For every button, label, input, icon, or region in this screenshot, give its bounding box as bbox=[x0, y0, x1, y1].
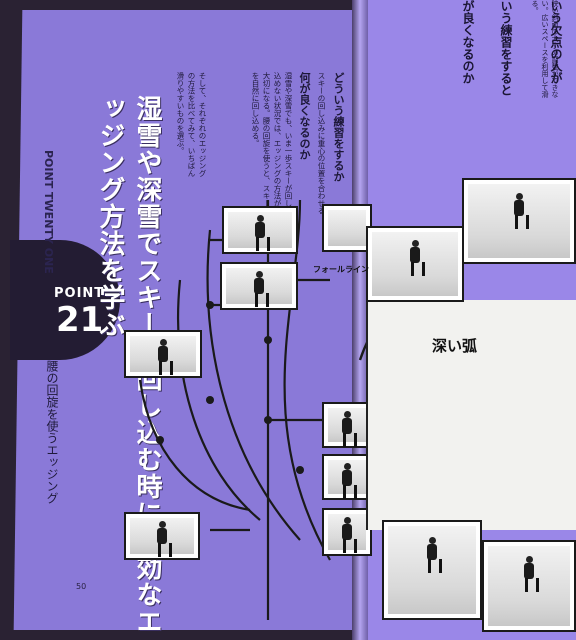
photo-right-2 bbox=[462, 178, 576, 264]
photo-1 bbox=[222, 206, 298, 254]
right-heading-3: が良くなるのか bbox=[461, 0, 475, 84]
right-body: 狭い斜面の大小の調整ができない。広いスペースを利用して滑る。 bbox=[531, 0, 559, 98]
right-heading-2: いう練習をすると bbox=[499, 0, 513, 96]
photo-6 bbox=[322, 402, 372, 448]
section2-heading: 何が良くなるのか bbox=[298, 72, 311, 160]
deep-arc-panel bbox=[366, 300, 576, 530]
section2-body: 湿雪や深雪でも、いま一歩スキーが回し込めない状況では、エッジングの方法が大切にな… bbox=[251, 72, 293, 207]
photo-5 bbox=[322, 204, 372, 252]
photo-right-1 bbox=[366, 226, 464, 302]
photo-4 bbox=[124, 512, 200, 560]
photo-3 bbox=[124, 330, 202, 378]
point-number: 21 bbox=[56, 300, 104, 340]
section3-body: そして、それぞれのエッジングの方法を比べてみて、いちばん滑りやすいものを選ぶ。 bbox=[176, 72, 207, 177]
right-heading-1: いう欠点の人が bbox=[549, 0, 563, 84]
page-number: 50 bbox=[76, 582, 87, 591]
deep-arc-label: 深い弧 bbox=[432, 337, 478, 355]
section1-body: スキーの回し込みに重心の位置を合わせる。 bbox=[317, 72, 326, 222]
photo-2 bbox=[220, 262, 298, 310]
subheading: 腰の回旋を使うエッジング bbox=[45, 360, 59, 504]
fall-line-label: フォールライン bbox=[313, 265, 369, 274]
point-label: POINT bbox=[54, 286, 105, 301]
photo-7 bbox=[322, 454, 372, 500]
point-badge: POINT 21 bbox=[10, 240, 120, 360]
photo-right-3 bbox=[382, 520, 482, 620]
photo-8 bbox=[322, 508, 372, 556]
point-english: POINT TWENTY ONE bbox=[42, 150, 55, 274]
photo-right-4 bbox=[482, 540, 576, 632]
section1-heading: どういう練習をするか bbox=[332, 72, 345, 182]
